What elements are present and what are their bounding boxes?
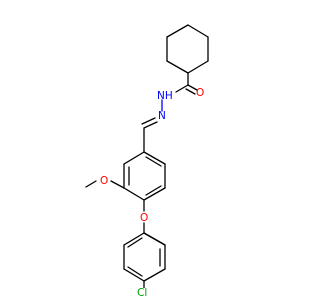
methoxy-o-to-ch3-bond <box>85 180 97 188</box>
hydrazide-chain <box>141 72 198 129</box>
imine-bond-b <box>143 121 158 129</box>
atom-label-nh: NH <box>157 90 173 102</box>
atom-label-n-imine: N <box>158 110 166 122</box>
benzene-ring-central <box>123 127 166 201</box>
atom-label-o-amide: O <box>196 87 204 99</box>
background <box>0 0 300 300</box>
atom-label-o-methoxy: O <box>100 175 108 187</box>
carbonyl-to-nh-bond <box>175 84 189 93</box>
atom-label-cl: Cl <box>137 287 147 299</box>
structure-canvas: O NH N O O Cl <box>0 0 300 300</box>
cyclohexane-ring <box>166 24 209 74</box>
imine-bond-a <box>141 117 156 125</box>
benzene-ring-chlorophenyl <box>123 232 166 282</box>
atom-label-o-ether: O <box>140 212 148 224</box>
carbonyl-bond-a <box>187 84 198 91</box>
ring-to-methoxy-o-bond <box>110 180 125 189</box>
methoxy-group <box>85 180 125 189</box>
carbonyl-bond-b <box>185 88 196 95</box>
chlorophenyl-ring-bond-top <box>143 232 166 246</box>
